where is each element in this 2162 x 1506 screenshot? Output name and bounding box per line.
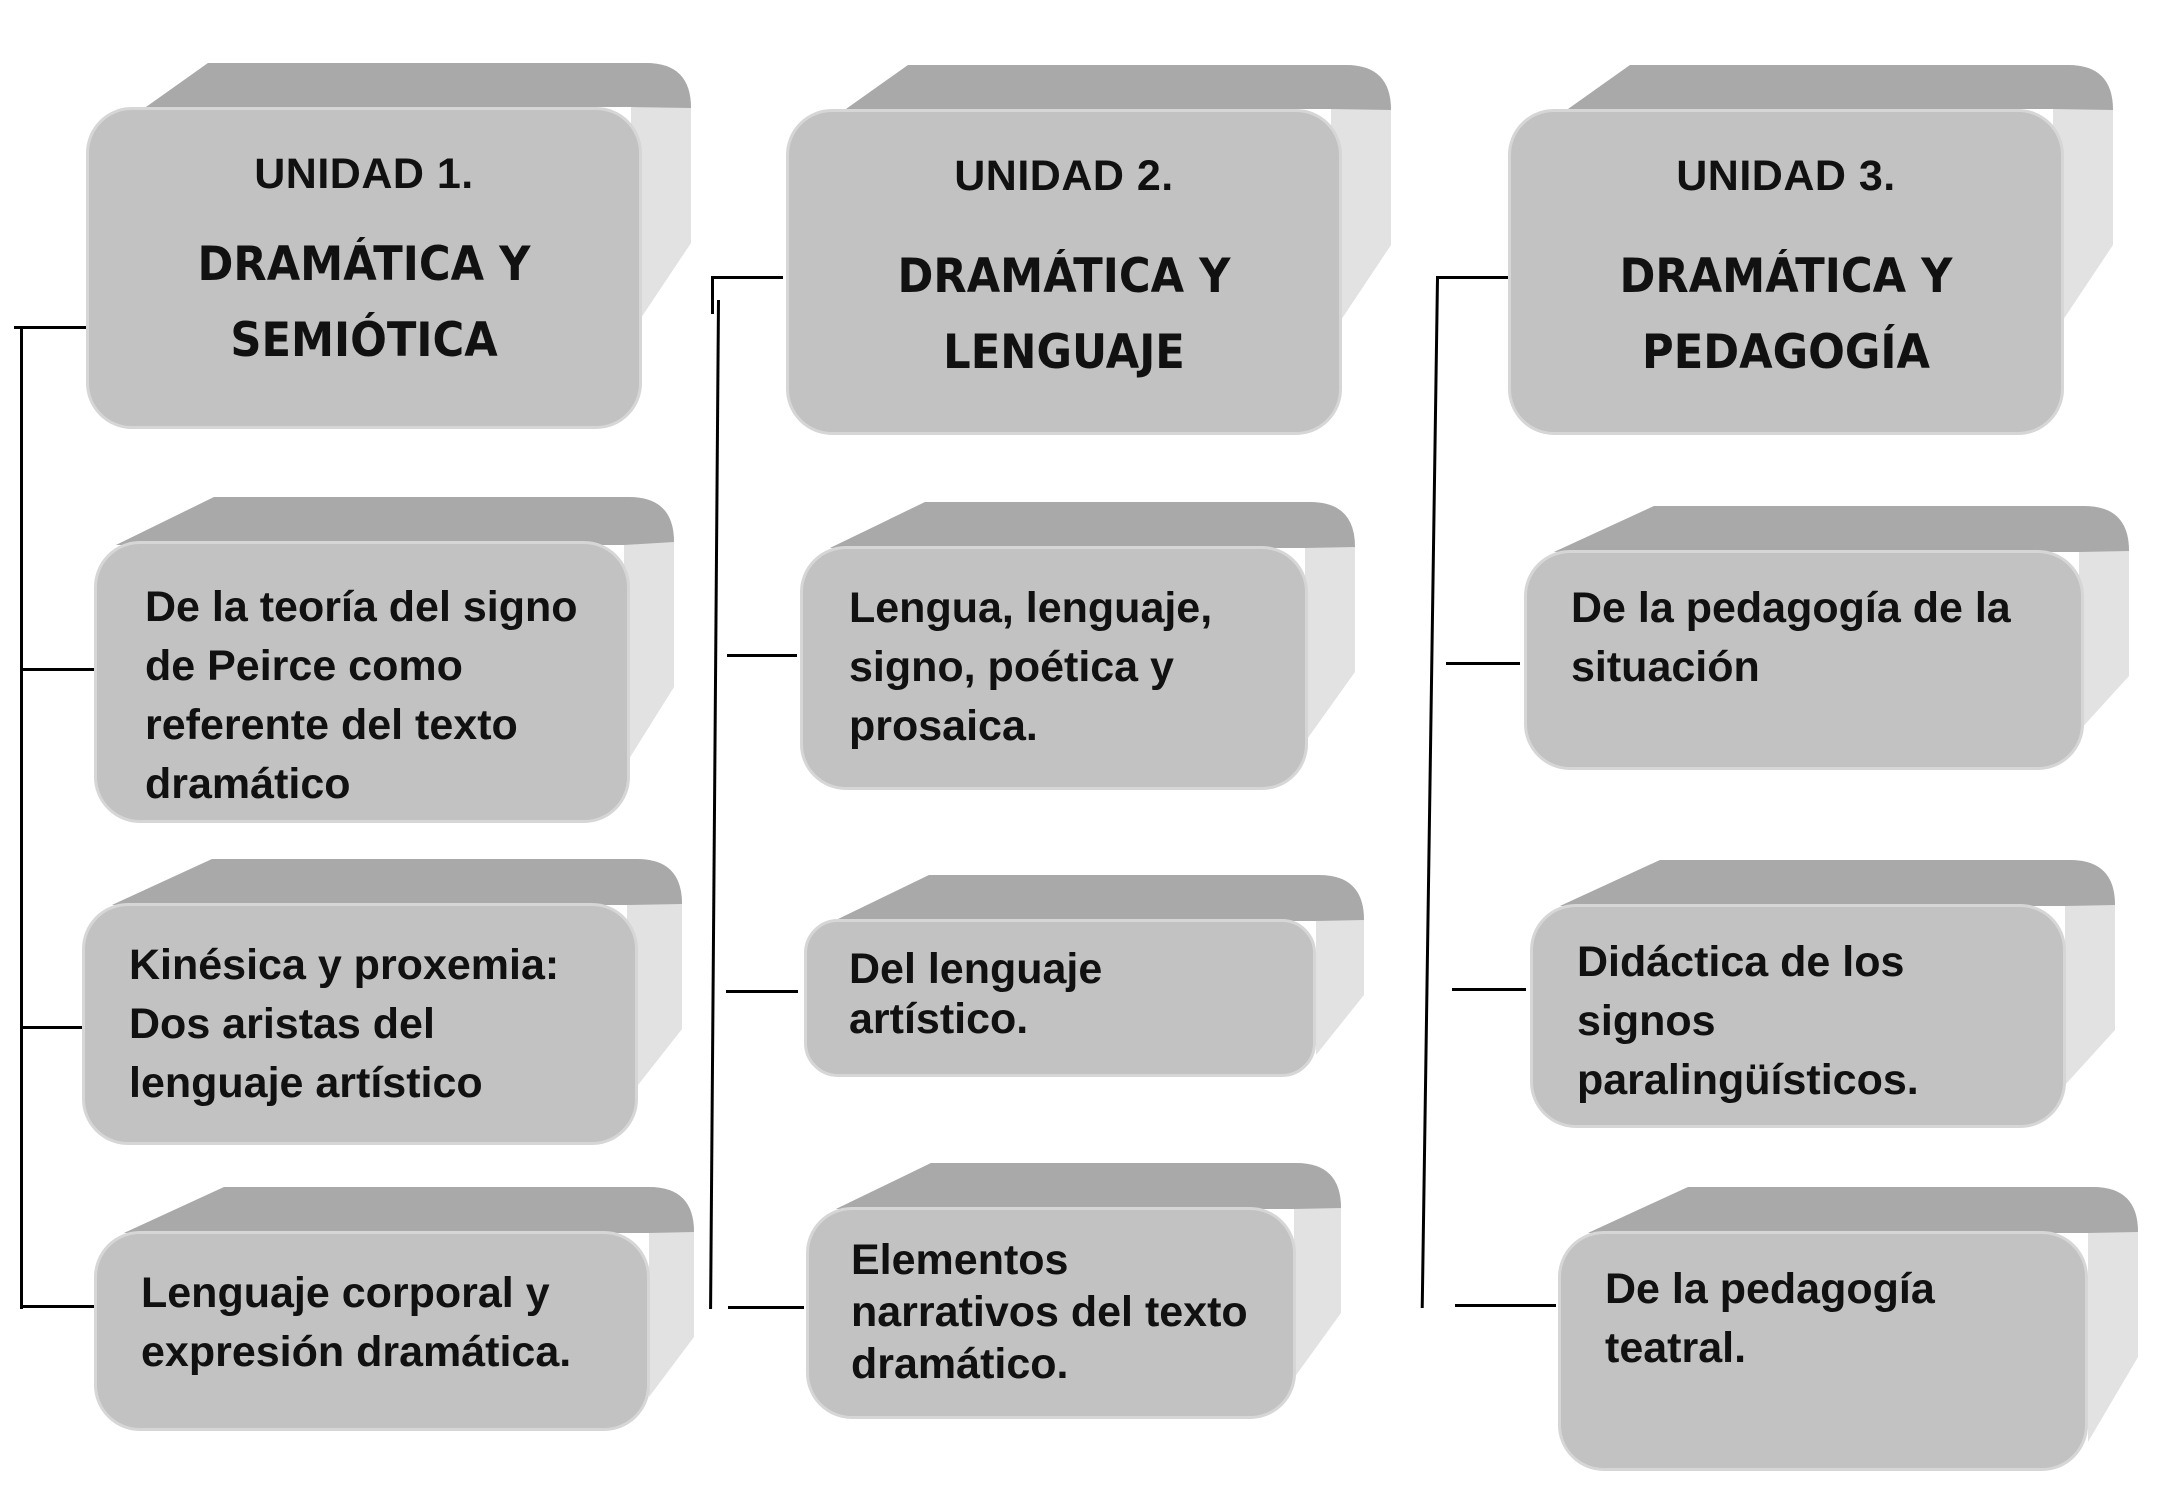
connector-unit-1-top [14, 326, 86, 329]
connector-unit-3-topic-1 [1446, 662, 1520, 665]
connector-unit-1-topic-3 [22, 1305, 94, 1308]
unit-1-topic-2-3d-shell [112, 859, 682, 1099]
unit-3-topic-1-text: De la pedagogía de la situación [1571, 584, 2011, 691]
unit-1-topic-2-box: Kinésica y proxemia: Dos aristas del len… [82, 859, 682, 1149]
unit-3-topic-3-text: De la pedagogía teatral. [1605, 1265, 1935, 1372]
connector-unit-2-topic-1 [727, 654, 797, 657]
unit-2-label: UNIDAD 2. [954, 152, 1174, 200]
unit-1-topic-3-face: Lenguaje corporal y expresión dramática. [94, 1231, 650, 1431]
unit-3-topic-3-face: De la pedagogía teatral. [1558, 1231, 2088, 1471]
unit-2-topic-2-box: Del lenguaje artístico. [804, 875, 1364, 1080]
unit-3-topic-3-box: De la pedagogía teatral. [1558, 1187, 2138, 1477]
unit-2-topic-3-face: Elementos narrativos del texto dramático… [806, 1207, 1296, 1419]
unit-3-face: UNIDAD 3. DRAMÁTICA Y PEDAGOGÍA [1508, 109, 2064, 435]
unit-3-topic-1-face: De la pedagogía de la situación [1524, 550, 2084, 770]
unit-1-topic-1-3d-shell [116, 497, 674, 767]
unit-2-topic-1-text: Lengua, lenguaje, signo, poética y prosa… [849, 584, 1213, 750]
unit-1-topic-3-box: Lenguaje corporal y expresión dramática. [94, 1187, 694, 1437]
connector-unit-1-topic-1 [22, 668, 94, 671]
unit-1-box: UNIDAD 1. DRAMÁTICA Y SEMIÓTICA [86, 63, 691, 438]
connector-unit-2-topic-3 [728, 1306, 804, 1309]
unit-3-title: DRAMÁTICA Y PEDAGOGÍA [1619, 249, 1953, 380]
unit-3-topic-3-3d-shell [1588, 1187, 2138, 1442]
unit-2-topic-2-text: Del lenguaje artístico. [849, 945, 1103, 1043]
unit-1-face: UNIDAD 1. DRAMÁTICA Y SEMIÓTICA [86, 107, 642, 429]
unit-3-topic-1-box: De la pedagogía de la situación [1524, 506, 2129, 776]
unit-1-topic-2-face: Kinésica y proxemia: Dos aristas del len… [82, 903, 638, 1145]
unit-2-topic-3-box: Elementos narrativos del texto dramático… [806, 1163, 1341, 1423]
unit-2-box: UNIDAD 2. DRAMÁTICA Y LENGUAJE [786, 65, 1391, 440]
unit-1-title: DRAMÁTICA Y SEMIÓTICA [197, 237, 531, 368]
connector-unit-1-spine [20, 327, 23, 1309]
unit-1-topic-3-3d-shell [124, 1187, 694, 1397]
connector-unit-3-spine [1420, 278, 1439, 1308]
unit-3-topic-2-face: Didáctica de los signos paralingüísticos… [1530, 904, 2066, 1128]
connector-unit-2-topic-2 [726, 990, 798, 993]
unit-3-topic-2-text: Didáctica de los signos paralingüísticos… [1577, 938, 1919, 1104]
unit-2-topic-1-face: Lengua, lenguaje, signo, poética y prosa… [800, 546, 1308, 790]
unit-2-face: UNIDAD 2. DRAMÁTICA Y LENGUAJE [786, 109, 1342, 435]
connector-unit-2-top [711, 276, 783, 279]
connector-unit-3-topic-3 [1455, 1304, 1556, 1307]
unit-1-topic-1-face: De la teoría del signo de Peirce como re… [94, 541, 630, 823]
unit-1-topic-3-text: Lenguaje corporal y expresión dramática. [141, 1269, 572, 1376]
unit-2-title: DRAMÁTICA Y LENGUAJE [897, 249, 1231, 380]
unit-2-topic-3-text: Elementos narrativos del texto dramático… [851, 1236, 1248, 1388]
unit-2-topic-1-3d-shell [830, 502, 1355, 742]
unit-2-topic-2-face: Del lenguaje artístico. [804, 919, 1316, 1077]
unit-2-topic-3-3d-shell [836, 1163, 1341, 1378]
connector-unit-1-topic-2 [22, 1026, 84, 1029]
unit-1-topic-1-box: De la teoría del signo de Peirce como re… [94, 497, 674, 827]
unit-3-topic-2-box: Didáctica de los signos paralingüísticos… [1530, 860, 2115, 1130]
unit-1-label: UNIDAD 1. [254, 150, 474, 198]
connector-unit-3-topic-2 [1452, 988, 1526, 991]
unit-3-label: UNIDAD 3. [1676, 152, 1896, 200]
unit-2-topic-1-box: Lengua, lenguaje, signo, poética y prosa… [800, 502, 1355, 794]
unit-3-box: UNIDAD 3. DRAMÁTICA Y PEDAGOGÍA [1508, 65, 2113, 440]
unit-1-topic-2-text: Kinésica y proxemia: Dos aristas del len… [129, 941, 560, 1107]
connector-unit-2-spine [711, 278, 714, 314]
connector-unit-2-spine-lower [709, 300, 720, 1309]
connector-unit-3-top [1436, 276, 1508, 279]
unit-1-topic-1-text: De la teoría del signo de Peirce como re… [145, 583, 578, 808]
